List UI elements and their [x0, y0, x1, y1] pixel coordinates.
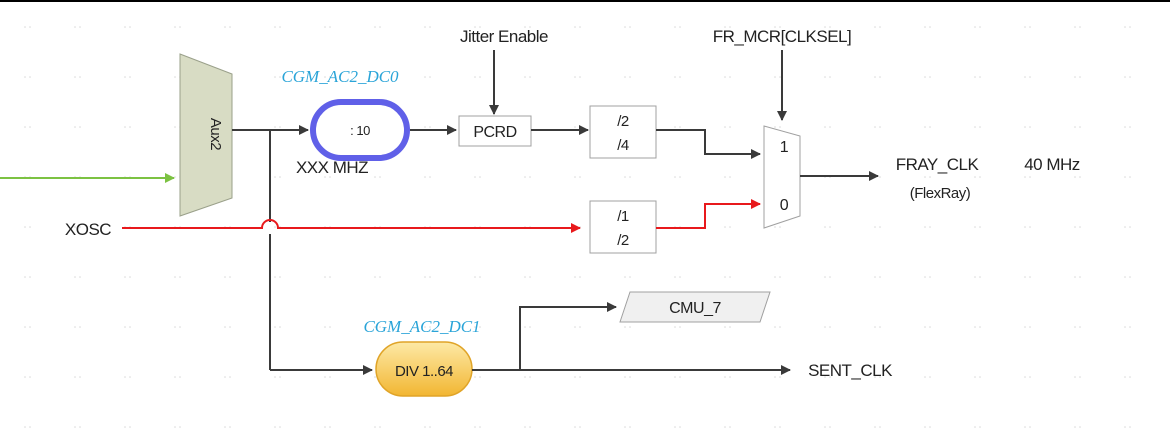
- div-to-cmu-line: [519, 302, 617, 370]
- div-4-label: /4: [617, 137, 629, 154]
- aux2-mux: [179, 53, 233, 217]
- pcrd-block: [458, 115, 532, 147]
- div-range-label: DIV 1..64: [395, 363, 453, 380]
- div12-to-mux-line: [656, 199, 761, 229]
- div-2-4-block: [589, 105, 657, 159]
- fr-mcr-label: FR_MCR[CLKSEL]: [713, 27, 851, 46]
- mux-input-0: 0: [780, 197, 789, 214]
- cmu-block: [619, 291, 771, 323]
- xosc-label: XOSC: [65, 220, 111, 239]
- divider-ring: [310, 99, 410, 161]
- flexray-mux: [763, 125, 801, 229]
- divider-frequency: XXX MHZ: [296, 158, 368, 177]
- pcrd-label: PCRD: [473, 124, 516, 141]
- fray-freq-label: 40 MHz: [1024, 155, 1080, 174]
- div-range-register: CGM_AC2_DC1: [363, 317, 480, 336]
- div-1-label: /1: [617, 208, 629, 225]
- aux2-label: Aux2: [207, 118, 224, 150]
- jitter-enable-label: Jitter Enable: [460, 27, 548, 46]
- divider-value: : 10: [350, 123, 370, 138]
- fray-clk-label: FRAY_CLK: [896, 155, 980, 174]
- divider-register: CGM_AC2_DC0: [281, 67, 399, 86]
- div-1-2-half-label: /2: [617, 232, 629, 249]
- div-2-label: /2: [617, 113, 629, 130]
- xosc-line: [122, 219, 581, 233]
- div24-to-mux-line: [656, 129, 761, 159]
- sent-clk-label: SENT_CLK: [808, 361, 893, 380]
- fray-clk-sub-label: (FlexRay): [910, 185, 971, 202]
- mux-input-1: 1: [780, 139, 789, 156]
- cmu-label: CMU_7: [669, 300, 721, 317]
- div-1-2-block: [589, 200, 657, 254]
